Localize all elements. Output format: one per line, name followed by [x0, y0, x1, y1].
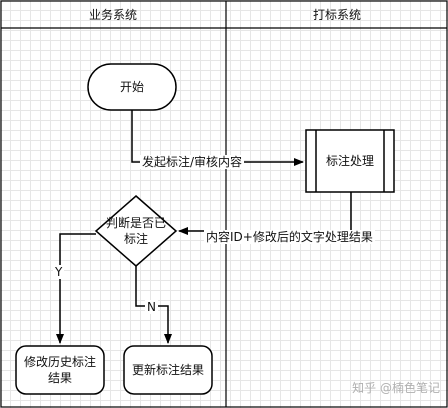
update-result-node-label: 更新标注结果 [131, 363, 204, 377]
watermark-text: 知乎 @楠色笔记 [352, 381, 440, 395]
tag-process-node-label: 标注处理 [325, 154, 374, 168]
edge-label-yes: Y [53, 265, 65, 279]
edge-decision-yes [56, 233, 96, 344]
decision-node-label: 判断是否已 标注 [105, 216, 166, 246]
tag-process-node [305, 129, 395, 193]
lane-title-tagging: 打标系统 [312, 8, 361, 22]
start-node-label: 开始 [119, 80, 144, 94]
update-history-node-label: 修改历史标注 结果 [23, 355, 96, 385]
lane-title-business: 业务系统 [88, 8, 137, 22]
edge-label-initiate: 发起标注/审核内容 [140, 155, 245, 169]
edge-start-to-process [131, 110, 304, 166]
edge-process-to-decision [178, 192, 352, 235]
edge-label-return-result: 内容ID+修改后的文字处理结果 [204, 230, 375, 244]
update-history-node [15, 345, 105, 395]
edge-label-no: N [145, 300, 158, 314]
update-result-node [123, 345, 213, 395]
